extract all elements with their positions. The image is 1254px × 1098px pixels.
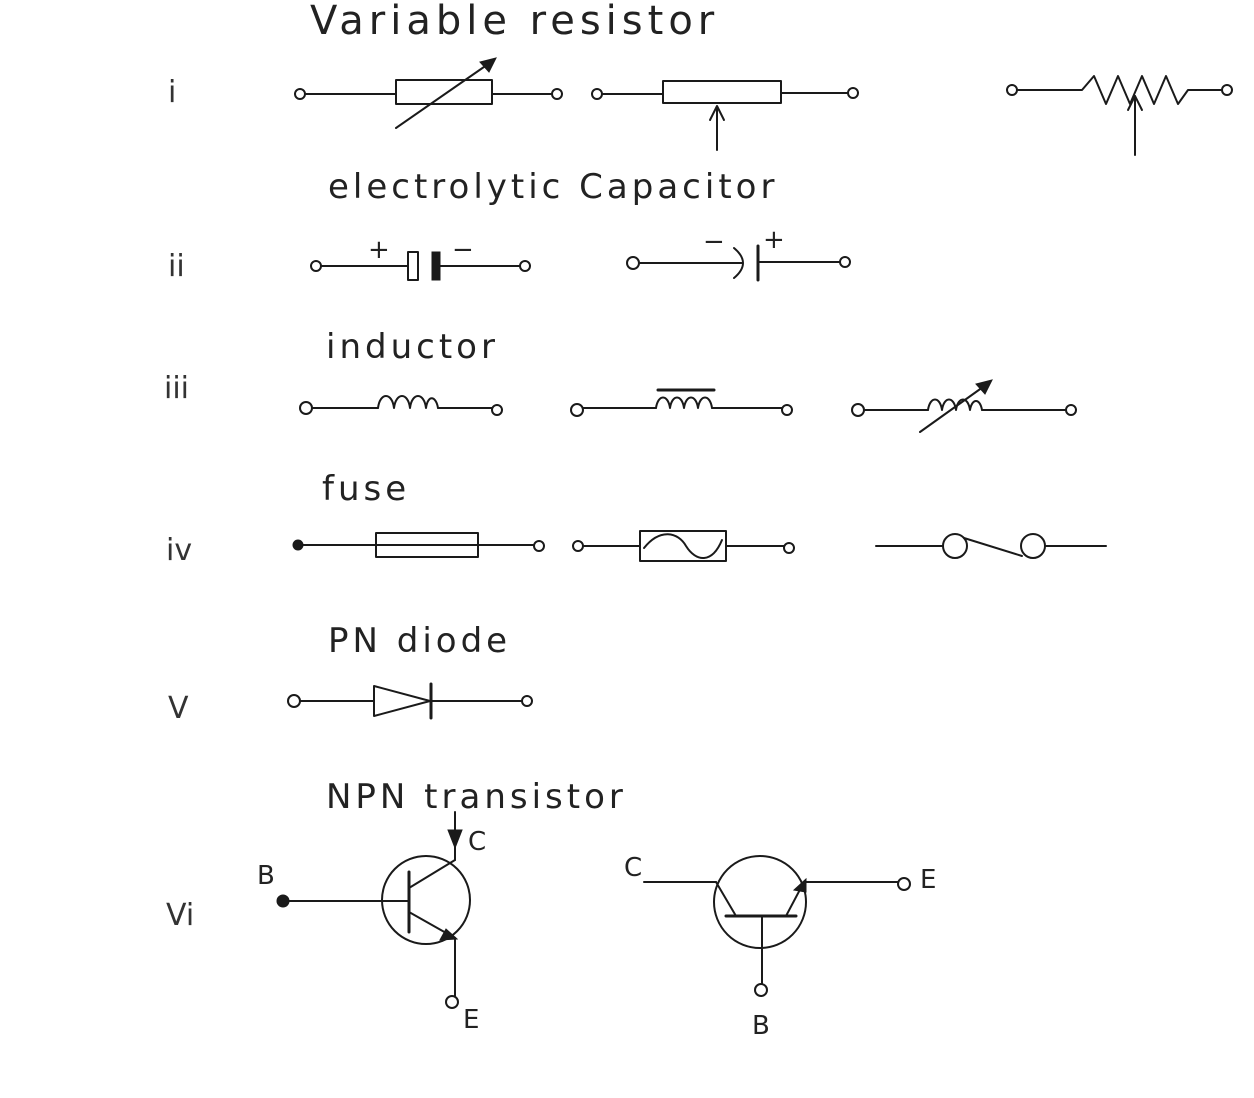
wiper-arrowhead (709, 105, 725, 121)
terminal-emitter (897, 877, 911, 891)
negative-plate (431, 251, 441, 281)
curved-negative-plate (733, 247, 744, 279)
section-electrolytic-capacitor: electrolytic Capacitor ii + − − + (168, 167, 851, 284)
zigzag-resistor-body (1016, 75, 1223, 105)
inductor-coil (927, 398, 983, 411)
collector-inner (715, 881, 737, 917)
fuse-circles-symbol (875, 533, 1107, 559)
zigzag-variable-resistor-symbol (1006, 75, 1233, 156)
pin-label-emitter: E (920, 865, 936, 895)
fuse-wavy-symbol (572, 530, 795, 562)
terminal-right (491, 404, 503, 416)
resistor-body (662, 80, 782, 104)
terminal-left (310, 260, 322, 272)
inductor-coil (377, 395, 439, 409)
pin-label-base: B (752, 1011, 770, 1041)
heading-pn-diode: PN diode (328, 621, 511, 661)
heading-inductor: inductor (326, 327, 499, 367)
pin-label-emitter: E (463, 1005, 479, 1035)
heading-fuse: fuse (322, 469, 410, 509)
variable-arrowhead (479, 57, 497, 73)
pin-label-base: B (257, 861, 275, 891)
variable-arrow-shaft (395, 59, 495, 129)
positive-plate (407, 251, 419, 281)
variable-resistor-arrow-symbol (294, 57, 563, 129)
terminal-base (754, 983, 768, 997)
minus-sign: − (703, 227, 725, 257)
wiper-arrowhead (1127, 95, 1143, 111)
terminal-right (781, 404, 793, 416)
numeral-ii: ii (168, 249, 185, 284)
variable-inductor-symbol (851, 379, 1077, 433)
terminal-left (572, 540, 584, 552)
numeral-iv: iv (166, 533, 192, 568)
terminal-left (292, 539, 304, 551)
resistor-body (395, 79, 493, 105)
air-core-inductor-symbol (299, 395, 503, 416)
terminal-right (839, 256, 851, 268)
emitter-arrowhead (439, 928, 459, 941)
inductor-coil (655, 396, 713, 409)
heading-electrolytic-capacitor: electrolytic Capacitor (328, 167, 778, 207)
terminal-left (591, 88, 603, 100)
terminal-right (1065, 404, 1077, 416)
terminal-right (1221, 84, 1233, 96)
terminal-cathode (521, 695, 533, 707)
heading-variable-resistor: Variable resistor (310, 0, 719, 44)
terminal-right (551, 88, 563, 100)
numeral-i: i (168, 75, 176, 110)
terminal-left (851, 403, 865, 417)
terminal-right (519, 260, 531, 272)
fuse-contact-left (942, 533, 968, 559)
variable-arrowhead (975, 379, 993, 395)
variable-arrow-shaft (919, 381, 991, 433)
fuse-contact-right (1020, 533, 1046, 559)
collector-arrowhead (447, 829, 463, 850)
section-fuse: fuse iv (166, 469, 1107, 568)
electrolytic-capacitor-plates-symbol: + − (310, 235, 531, 281)
numeral-iii: iii (164, 371, 189, 406)
npn-transistor-vertical-symbol: B C E (257, 811, 486, 1035)
pin-label-collector: C (624, 853, 642, 883)
numeral-vi: Vi (166, 898, 194, 933)
terminal-right (847, 87, 859, 99)
heading-npn-transistor: NPN transistor (326, 777, 627, 817)
terminal-left (626, 256, 640, 270)
terminal-left (1006, 84, 1018, 96)
iron-core-inductor-symbol (570, 388, 793, 417)
section-pn-diode: PN diode V (168, 621, 533, 726)
fuse-link (963, 537, 1023, 557)
plus-sign: + (763, 225, 785, 255)
pn-diode-symbol (287, 682, 533, 720)
collector-inner (408, 859, 456, 889)
polarized-capacitor-curved-symbol: − + (626, 225, 851, 282)
fuse-body (639, 530, 727, 562)
npn-transistor-horizontal-symbol: C E B (624, 853, 936, 1041)
transistor-envelope (713, 855, 807, 949)
potentiometer-symbol (591, 80, 859, 151)
pin-label-collector: C (468, 827, 486, 857)
plus-sign: + (368, 235, 390, 265)
terminal-emitter (445, 995, 459, 1009)
terminal-right (783, 542, 795, 554)
minus-sign: − (452, 235, 474, 265)
terminal-left (294, 88, 306, 100)
diode-triangle (373, 685, 431, 717)
terminal-base (276, 894, 290, 908)
terminal-anode (287, 694, 301, 708)
fuse-rectangle-symbol (292, 532, 545, 558)
terminal-left (570, 403, 584, 417)
emitter-arrowhead (792, 877, 807, 893)
section-inductor: inductor iii (164, 327, 1077, 433)
terminal-left (299, 401, 313, 415)
numeral-v: V (168, 691, 189, 726)
section-npn-transistor: NPN transistor Vi B C E (166, 777, 936, 1041)
fuse-wavy-element (643, 533, 723, 559)
section-variable-resistor: Variable resistor i (168, 0, 1233, 156)
terminal-right (533, 540, 545, 552)
